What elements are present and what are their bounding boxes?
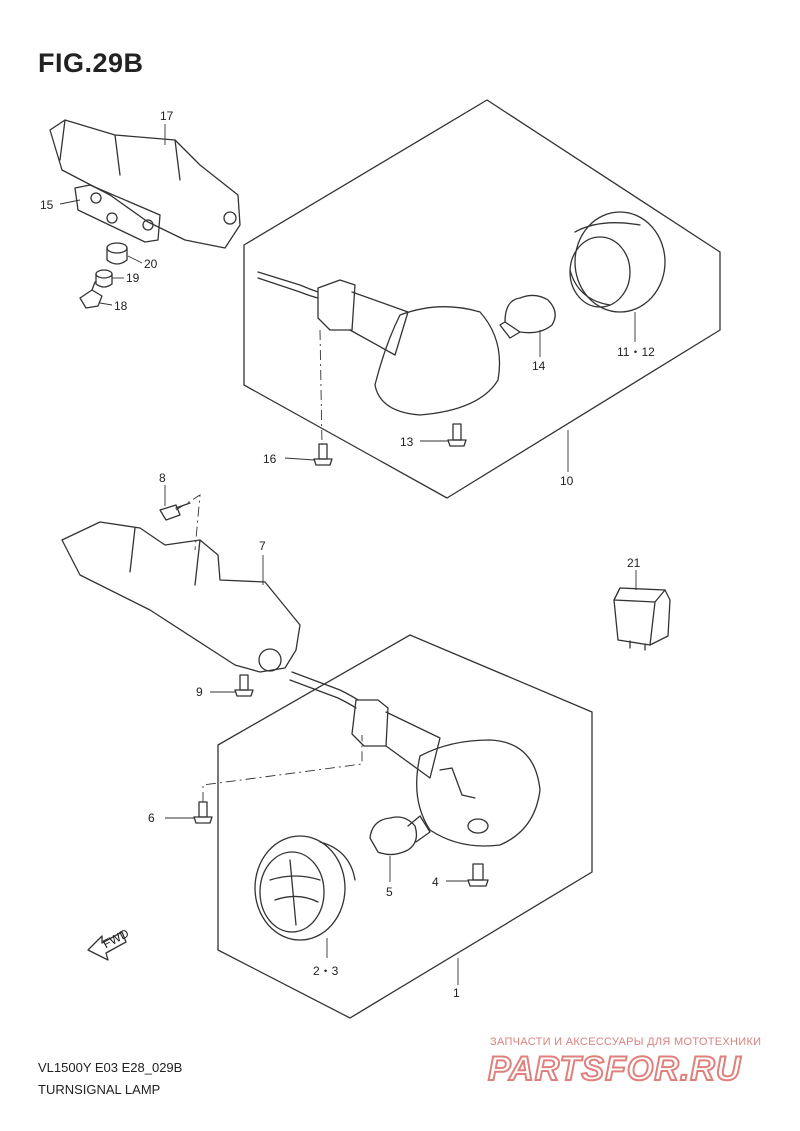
- figure-title: FIG.29B: [38, 48, 144, 78]
- lens-part-11-12: [569, 211, 666, 313]
- screw-part-6: [193, 801, 213, 824]
- front-turnsignal-lamp-part-1: [289, 671, 541, 847]
- part-label-21: 21: [627, 556, 641, 570]
- bulb-part-14: [499, 294, 556, 339]
- part-label-14: 14: [532, 359, 546, 373]
- part-label-15: 15: [40, 198, 54, 212]
- part-label-7: 7: [259, 539, 266, 553]
- lens-part-2-3: [254, 835, 356, 941]
- part-label-11-12: 11・12: [617, 345, 655, 359]
- part-label-5: 5: [386, 885, 393, 899]
- part-label-16: 16: [263, 452, 277, 466]
- diagram-name: TURNSIGNAL LAMP: [38, 1082, 161, 1097]
- part-label-9: 9: [196, 685, 203, 699]
- plate-part-15: [74, 184, 161, 243]
- watermark-tagline: ЗАПЧАСТИ И АКСЕССУАРЫ ДЛЯ МОТОТЕХНИКИ: [490, 1036, 762, 1048]
- part-label-18: 18: [114, 299, 128, 313]
- part-label-6: 6: [148, 811, 155, 825]
- dashed-line-8: [175, 494, 201, 551]
- dashed-line-6: [202, 735, 363, 802]
- part-label-10: 10: [560, 474, 574, 488]
- leader-16: [284, 457, 315, 461]
- part-label-19: 19: [126, 271, 140, 285]
- dashed-line-16: [319, 329, 323, 446]
- cushion-part-20: [106, 242, 128, 265]
- part-label-13: 13: [400, 435, 414, 449]
- watermark-logo: PARTSFOR.RU: [487, 1049, 742, 1089]
- screw-part-4: [467, 863, 489, 887]
- model-code: VL1500Y E03 E28_029B: [38, 1060, 183, 1075]
- part-label-17: 17: [160, 109, 174, 123]
- part-label-2-3: 2・3: [313, 964, 339, 978]
- bulb-part-5: [369, 815, 431, 856]
- front-lamp-assembly-box: [217, 634, 593, 1019]
- screw-part-13: [447, 423, 467, 447]
- relay-part-21: [613, 587, 671, 651]
- part-label-20: 20: [144, 257, 158, 271]
- rear-turnsignal-lamp-part-10: [257, 271, 501, 416]
- part-label-8: 8: [159, 471, 166, 485]
- part-label-4: 4: [432, 875, 439, 889]
- leader-15: [59, 199, 81, 205]
- screw-part-16: [313, 443, 333, 466]
- part-label-1: 1: [453, 986, 460, 1000]
- bracket-part-7: [61, 521, 301, 673]
- leader-20: [127, 255, 143, 264]
- bracket-part-17: [49, 119, 241, 249]
- screw-part-8: [159, 502, 191, 521]
- rear-lamp-assembly-box: [243, 99, 721, 499]
- leader-18: [99, 302, 113, 306]
- bolt-part-18: [79, 281, 103, 309]
- forward-direction-arrow-icon: [87, 931, 127, 961]
- collar-part-19: [95, 269, 113, 288]
- screw-part-9: [234, 674, 254, 697]
